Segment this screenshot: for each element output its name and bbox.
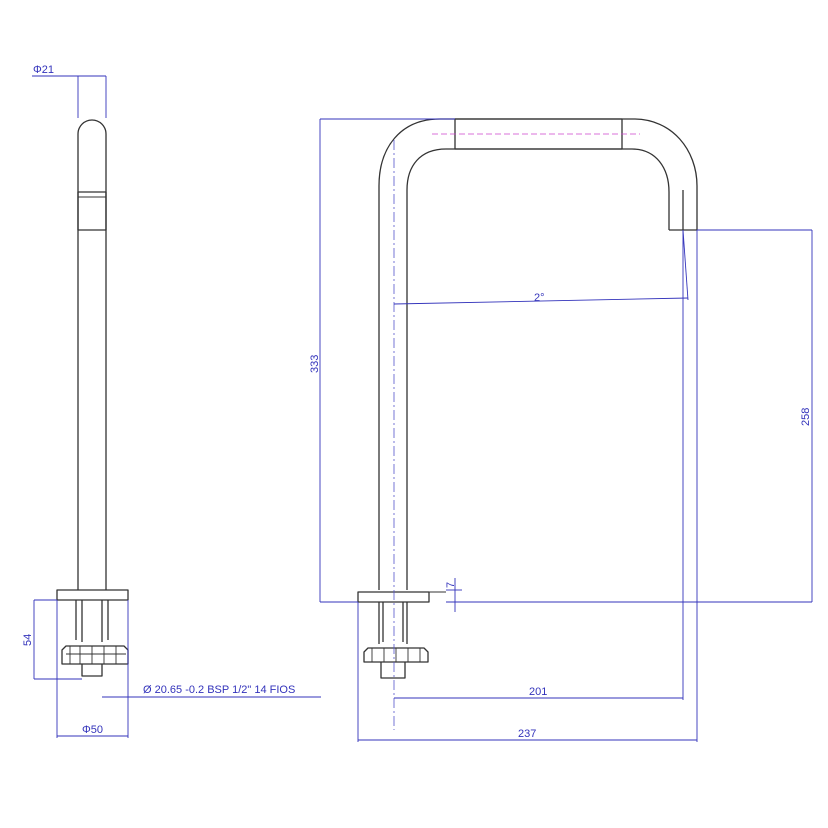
front-view — [357, 118, 698, 730]
dim-total-height: 333 — [309, 355, 321, 373]
dim-line — [682, 229, 689, 301]
dim-spout-angle: 2° — [534, 292, 545, 304]
front-view-shank — [378, 602, 408, 644]
dim-flange-thickness: 7 — [445, 582, 457, 588]
side-view-dimensions: Φ21 54 Ø 20.65 -0.2 BSP 1/2" 14 FIOS Φ50 — [22, 64, 321, 738]
front-view-spout-end — [669, 190, 697, 231]
dim-line — [393, 297, 689, 305]
side-view — [56, 119, 129, 677]
dim-spout-height: 258 — [800, 408, 812, 426]
dim-side-diameter-base: Φ50 — [82, 724, 103, 736]
dim-spout-reach: 201 — [529, 686, 547, 698]
dim-side-height-base: 54 — [22, 634, 34, 646]
side-view-shank — [75, 600, 109, 642]
dim-side-diameter-top: Φ21 — [33, 64, 54, 76]
dim-thread-spec: Ø 20.65 -0.2 BSP 1/2" 14 FIOS — [143, 684, 295, 696]
side-view-nut-detail — [66, 646, 126, 664]
side-view-aerator — [77, 191, 107, 231]
front-view-thread — [380, 662, 406, 679]
side-view-nut — [61, 645, 129, 665]
side-view-tube — [77, 119, 107, 590]
front-view-dimensions: 333 2° 258 7 201 237 — [309, 118, 813, 742]
front-view-tube-outer — [378, 118, 698, 590]
side-view-flange — [56, 589, 129, 601]
front-view-nut — [363, 647, 429, 663]
front-view-nut-detail — [371, 648, 421, 662]
dim-total-reach: 237 — [518, 728, 536, 740]
front-view-tube-inner — [406, 148, 670, 590]
front-view-flange — [357, 591, 430, 603]
side-view-thread — [81, 664, 103, 677]
